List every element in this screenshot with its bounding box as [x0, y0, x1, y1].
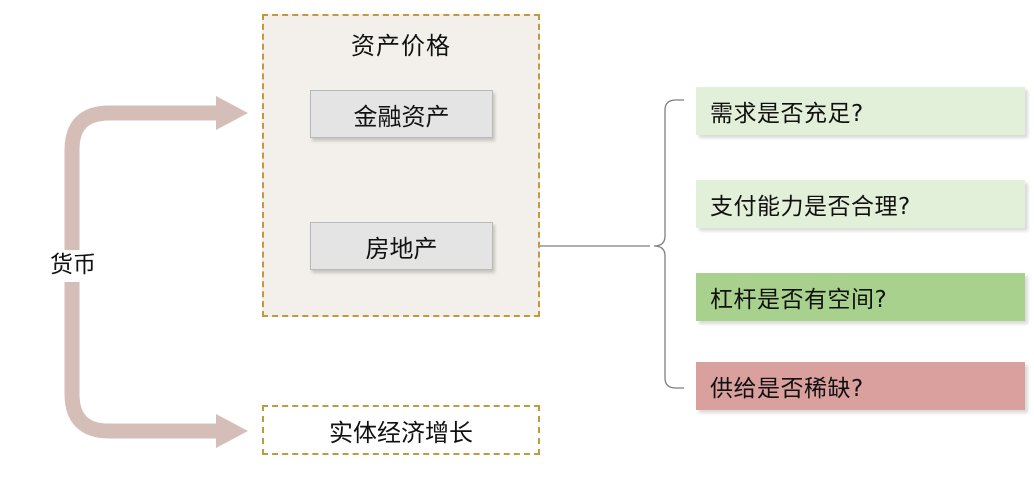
money-to-assets-arrow: [64, 105, 218, 258]
question-bracket: [653, 99, 684, 389]
question-demand: 需求是否充足?: [696, 87, 1025, 135]
real-estate-box: 房地产: [310, 222, 493, 270]
financial-assets-box: 金融资产: [310, 90, 493, 138]
asset-price-title: 资产价格: [351, 32, 451, 60]
currency-label: 货币: [38, 250, 108, 280]
real-economy-growth-box: 实体经济增长: [262, 405, 540, 455]
money-to-economy-arrowhead: [216, 414, 248, 448]
question-leverage: 杠杆是否有空间?: [696, 273, 1025, 321]
money-to-economy-arrow: [64, 282, 218, 439]
money-to-assets-arrowhead: [216, 96, 248, 130]
question-supply: 供给是否稀缺?: [696, 362, 1025, 410]
question-affordability: 支付能力是否合理?: [696, 180, 1025, 228]
asset-price-box: 资产价格: [262, 14, 540, 317]
